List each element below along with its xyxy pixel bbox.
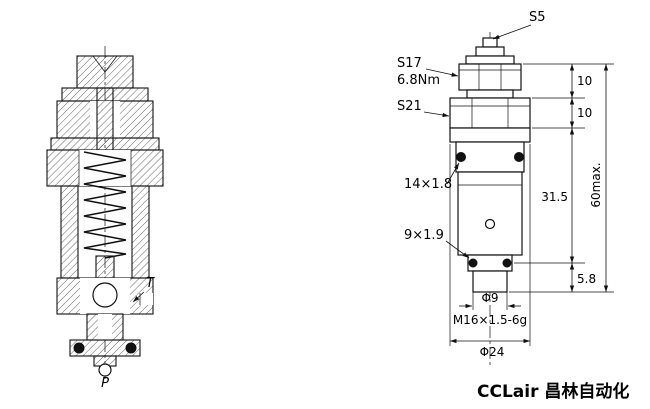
hex-socket-detail xyxy=(92,55,118,73)
t-port-arrow xyxy=(132,291,145,303)
dim-5-8: 5.8 xyxy=(577,272,596,286)
radial-hole xyxy=(484,218,496,230)
brand-text: CCLair 昌林自动化 xyxy=(477,381,629,402)
hex-nut-s17 xyxy=(458,63,522,91)
torque-label: 6.8Nm xyxy=(397,73,440,88)
s17-leader xyxy=(425,68,459,77)
hex-neck xyxy=(466,89,514,99)
upper-body-groove xyxy=(455,141,525,173)
tube-wall-right xyxy=(131,185,150,279)
left-section-view: T P xyxy=(46,46,164,391)
oring-upper-label: 14×1.8 xyxy=(404,177,452,192)
o-ring-9x19-left xyxy=(468,258,478,268)
adapter-plate xyxy=(50,137,160,151)
tip-ball xyxy=(98,363,112,377)
o-ring-left xyxy=(73,342,85,354)
flange-dia24 xyxy=(449,127,531,143)
ball-poppet xyxy=(92,282,118,308)
t-port-opening xyxy=(140,293,153,305)
dim-10-lower: 10 xyxy=(577,106,592,120)
o-ring-right xyxy=(125,342,137,354)
dia24-label: Φ24 xyxy=(480,345,505,359)
hex-body-s21 xyxy=(449,97,531,129)
thread-label: M16×1.5-6g xyxy=(453,313,527,327)
top-washer xyxy=(465,55,515,65)
right-dimension-view: S5 S17 6.8Nm S21 14×1.8 9×1.9 Φ9 M16×1.5… xyxy=(397,10,614,366)
s21-label: S21 xyxy=(397,99,422,114)
oring-lower-label: 9×1.9 xyxy=(404,228,444,243)
s5-leader xyxy=(492,24,532,40)
oring-upper-leader xyxy=(446,162,460,185)
dim-31-5: 31.5 xyxy=(541,190,568,204)
bottom-stem xyxy=(472,270,508,293)
t-port-label: T xyxy=(146,276,155,291)
screw-collar xyxy=(475,46,505,57)
dia9-label: Φ9 xyxy=(481,291,498,305)
o-ring-14x18-right xyxy=(514,152,524,162)
tube-wall-left xyxy=(60,185,79,279)
main-cylinder xyxy=(457,171,523,256)
spring xyxy=(83,151,127,259)
p-port-label: P xyxy=(101,376,109,391)
s21-leader xyxy=(423,111,450,118)
o-ring-9x19-right xyxy=(502,258,512,268)
dim-60max: 60max. xyxy=(589,162,603,207)
dim-10-upper: 10 xyxy=(577,74,592,88)
screw-shank xyxy=(482,37,498,48)
poppet-stem xyxy=(95,255,115,279)
s5-label: S5 xyxy=(529,10,546,25)
s17-label: S17 xyxy=(397,56,422,71)
o-ring-14x18-left xyxy=(456,152,466,162)
neck-bore xyxy=(98,314,112,340)
